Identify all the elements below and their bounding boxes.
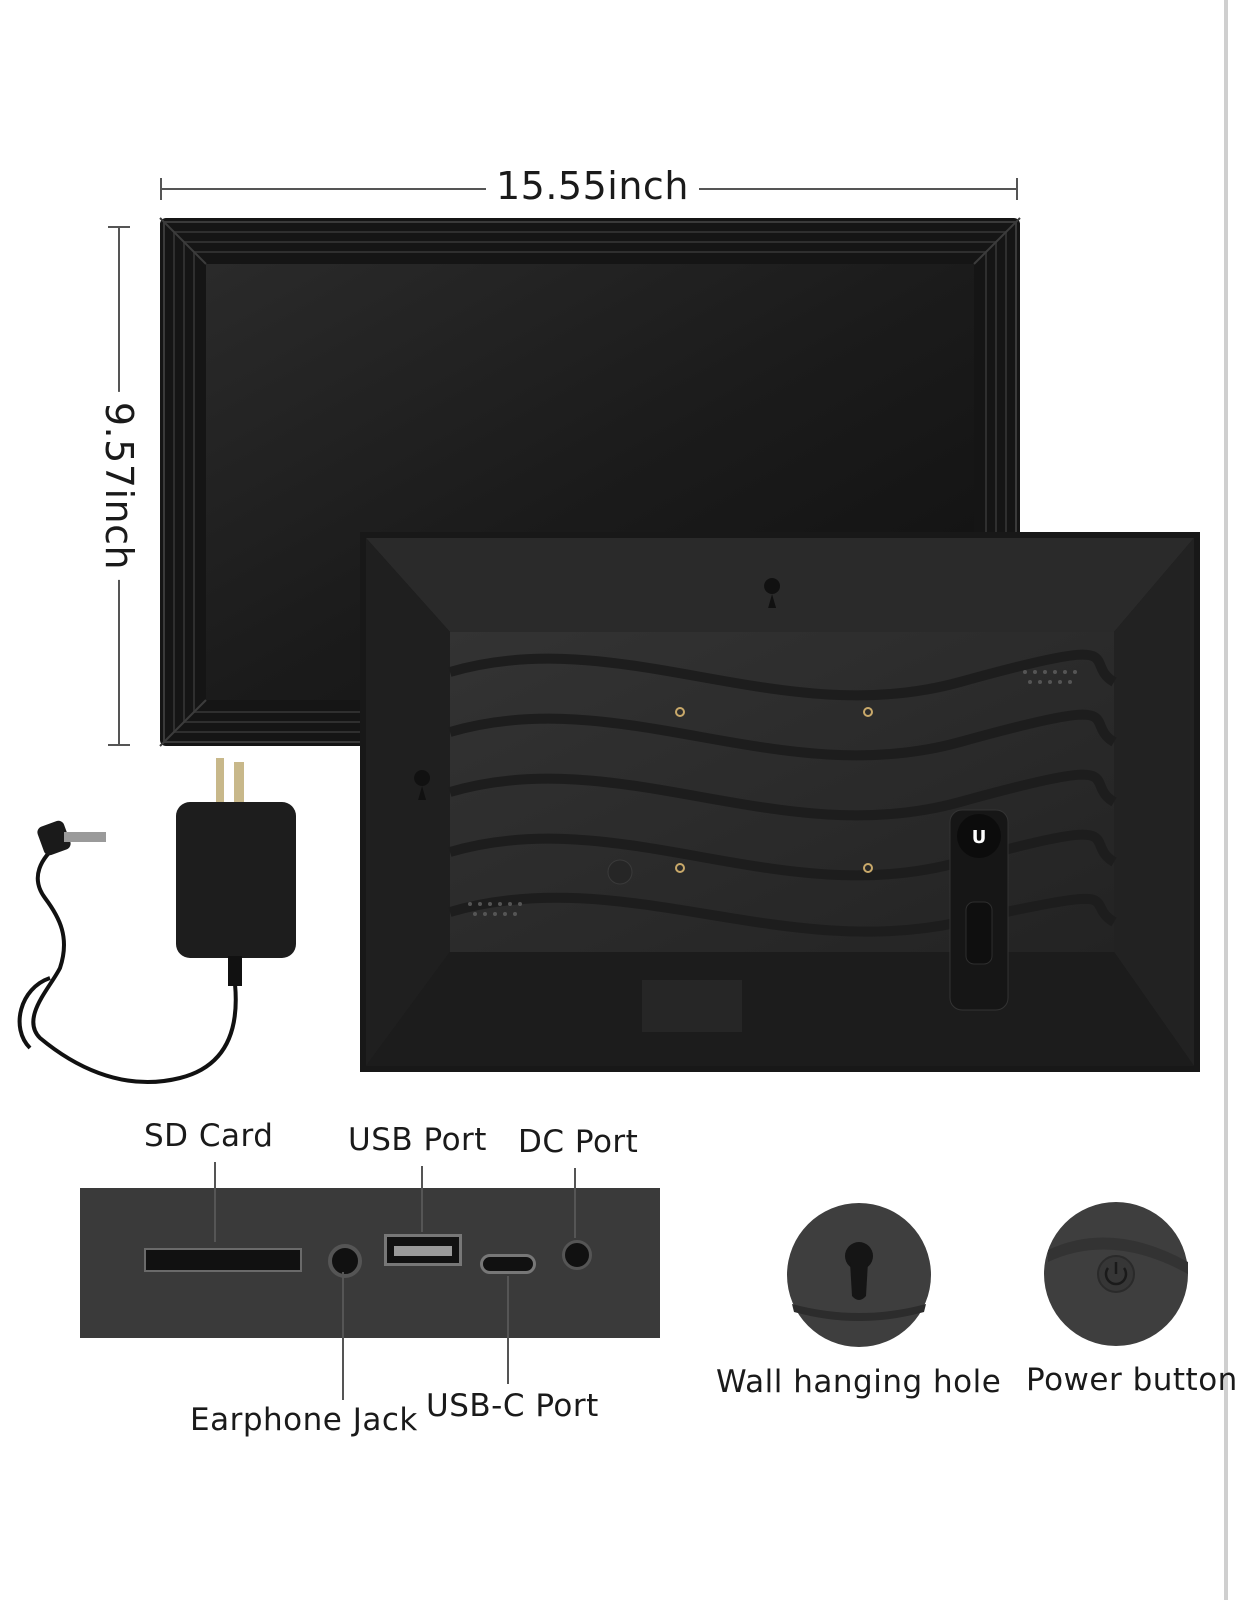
earphone-jack-port: [328, 1244, 362, 1278]
dc-port: [562, 1240, 592, 1270]
wall-hanging-hole-detail: [787, 1203, 931, 1347]
usb-port-label: USB Port: [348, 1122, 487, 1158]
earphone-jack-label: Earphone Jack: [190, 1402, 418, 1438]
page-edge-bar: [1224, 0, 1228, 1600]
height-dimension-label: 9.57inch: [97, 391, 141, 581]
dc-port-label: DC Port: [518, 1124, 639, 1160]
earphone-jack-leader: [342, 1272, 344, 1400]
sd-card-slot: [144, 1248, 302, 1272]
usb-port-tongue: [394, 1246, 452, 1256]
width-dimension-tick-left: [160, 178, 162, 200]
usb-c-port-slot: [480, 1254, 536, 1274]
sd-card-label: SD Card: [144, 1118, 274, 1154]
power-button-detail: [1044, 1202, 1188, 1346]
svg-text:U: U: [972, 827, 987, 848]
frame-back: U: [360, 532, 1200, 1072]
usb-c-port-leader: [507, 1276, 509, 1384]
sd-card-leader: [214, 1162, 216, 1242]
width-dimension-label: 15.55inch: [486, 164, 699, 208]
usb-c-port-label: USB-C Port: [426, 1388, 599, 1424]
usb-port-leader: [421, 1166, 423, 1232]
dc-port-leader: [574, 1168, 576, 1238]
wall-hanging-hole-label: Wall hanging hole: [716, 1364, 1002, 1400]
keyhole-icon: [845, 1242, 873, 1300]
power-button-label: Power button: [1026, 1362, 1238, 1398]
power-adapter: [17, 758, 296, 1084]
width-dimension-tick-right: [1016, 178, 1018, 200]
height-dimension-tick-top: [108, 226, 130, 228]
power-icon: [1097, 1255, 1135, 1293]
height-dimension-tick-bottom: [108, 744, 130, 746]
